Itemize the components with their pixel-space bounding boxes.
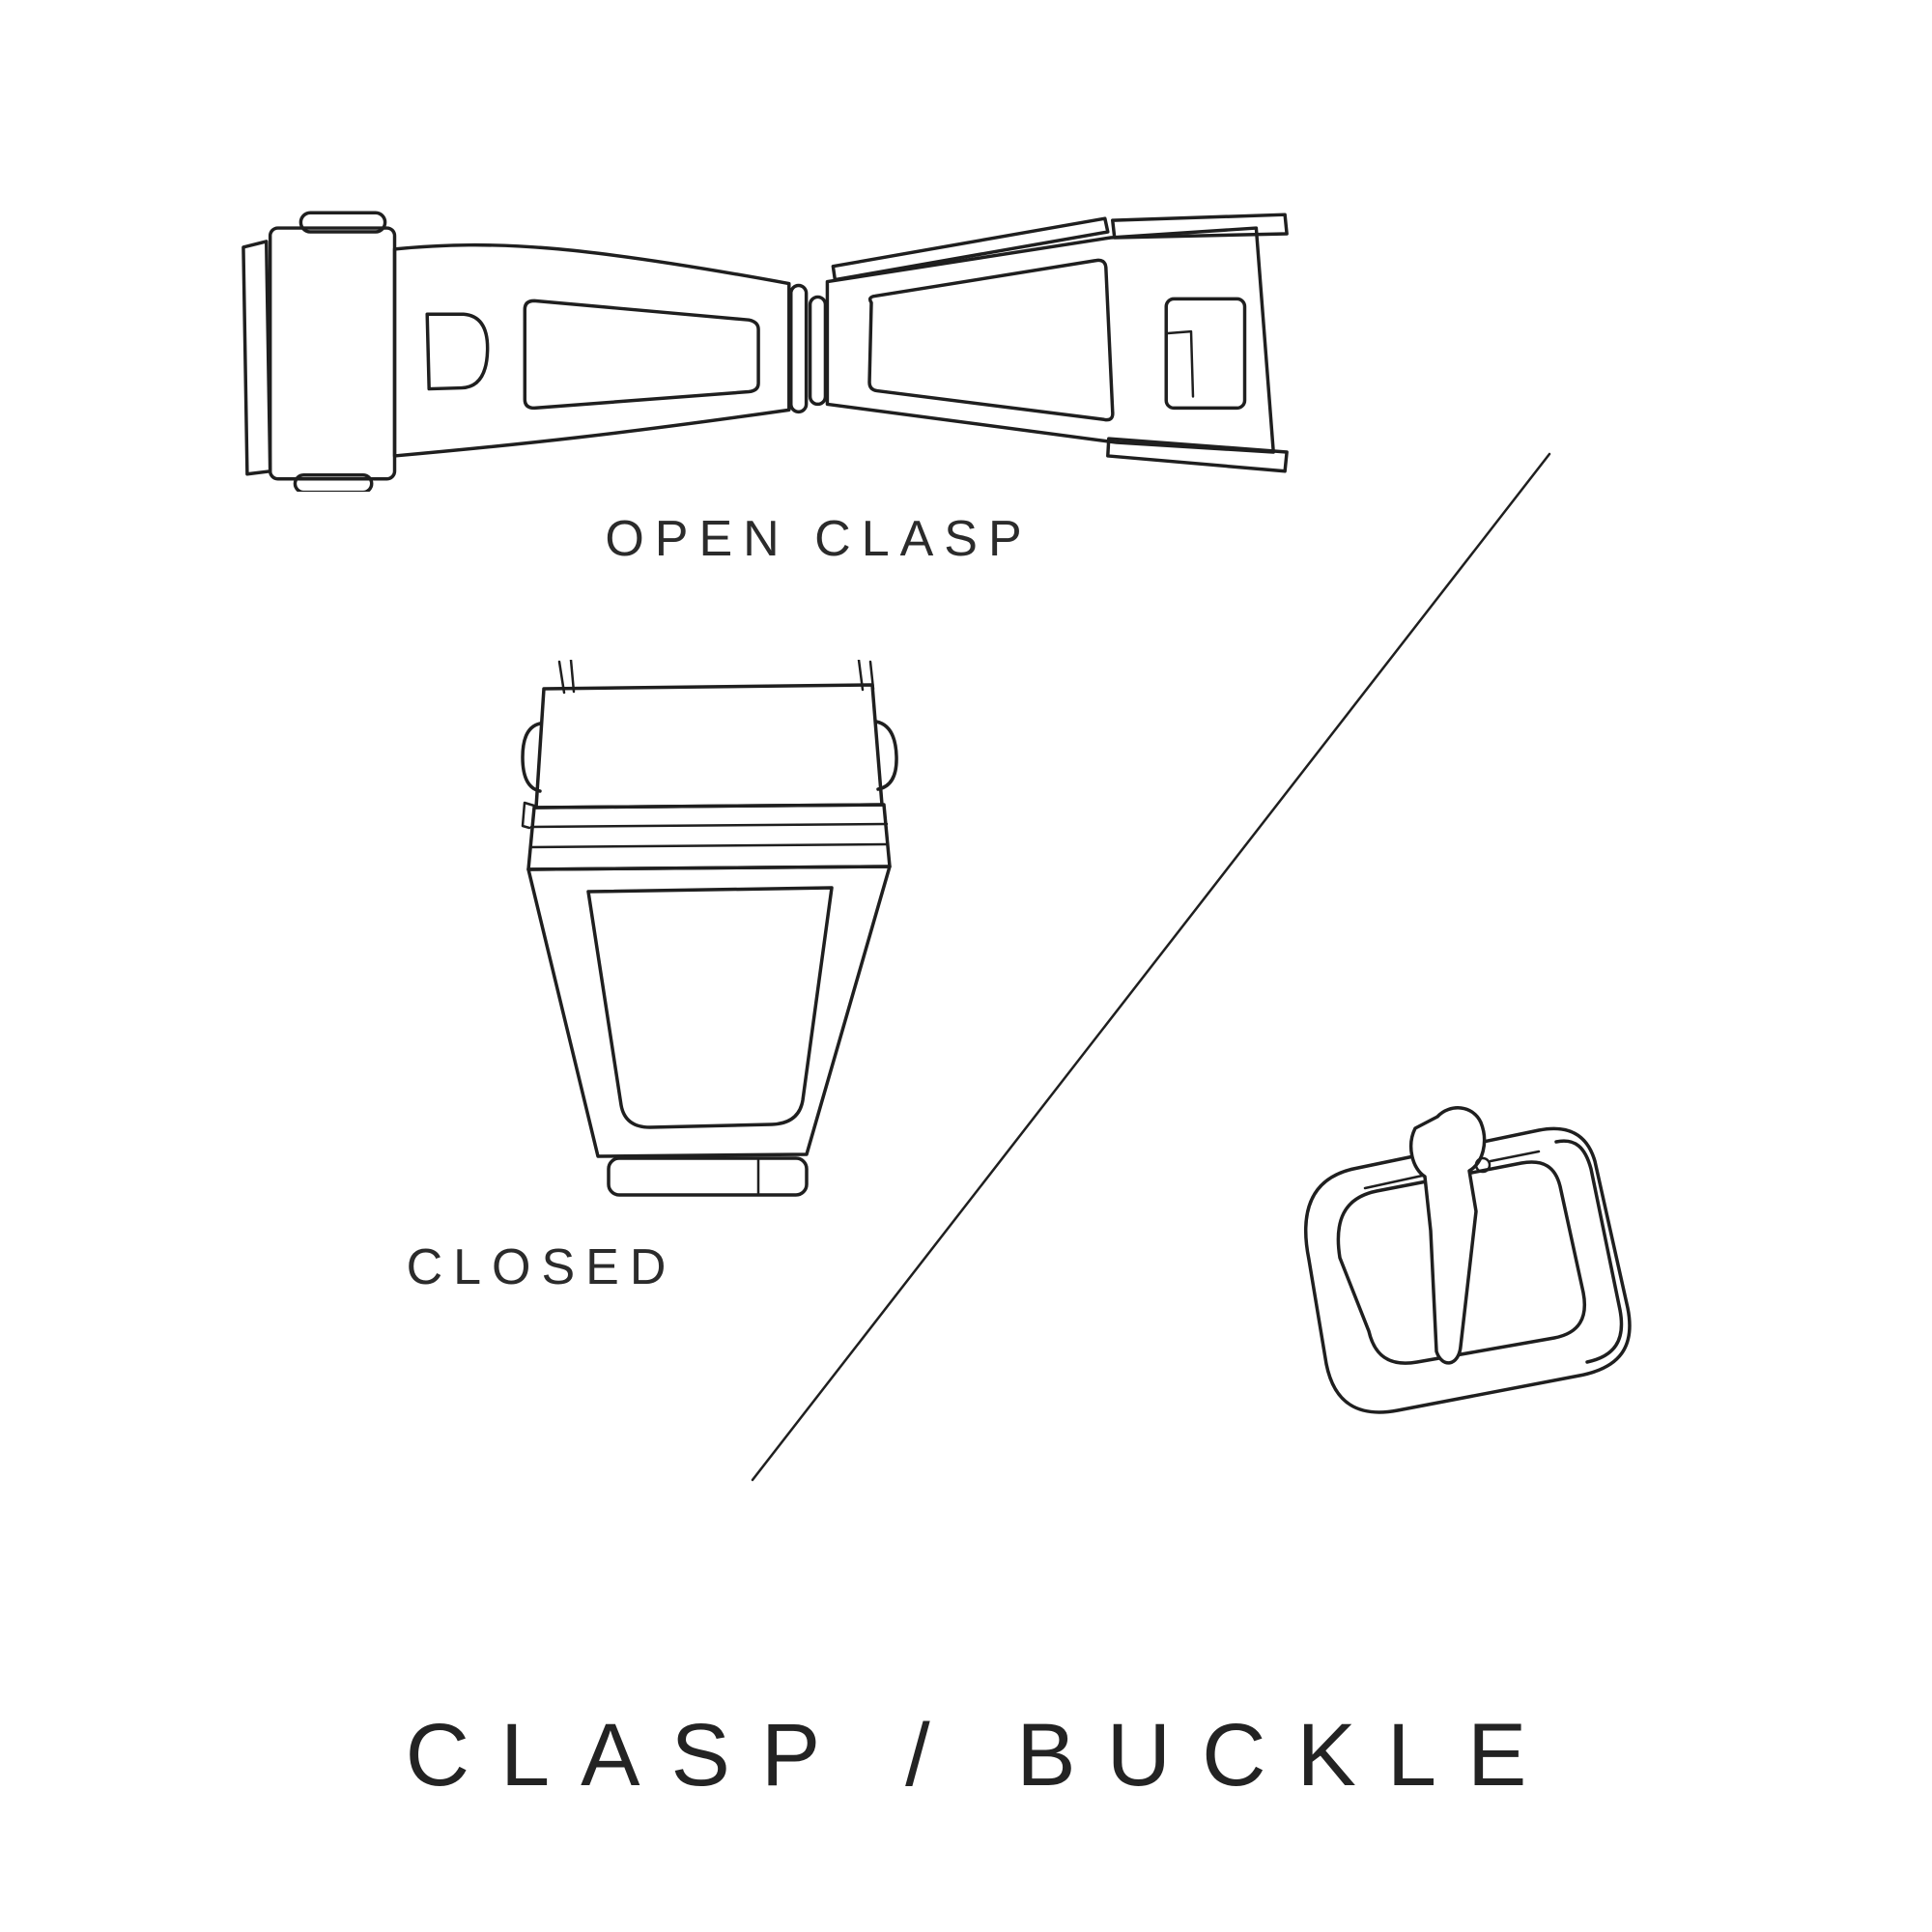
closed-clasp-caption: CLOSED: [406, 1239, 677, 1295]
open-clasp-illustration: [242, 211, 1289, 492]
buckle-illustration: [1304, 1106, 1632, 1414]
page-title: CLASP / BUCKLE: [405, 1706, 1558, 1804]
open-clasp-caption: OPEN CLASP: [605, 511, 1033, 567]
closed-clasp-illustration: [521, 660, 898, 1197]
